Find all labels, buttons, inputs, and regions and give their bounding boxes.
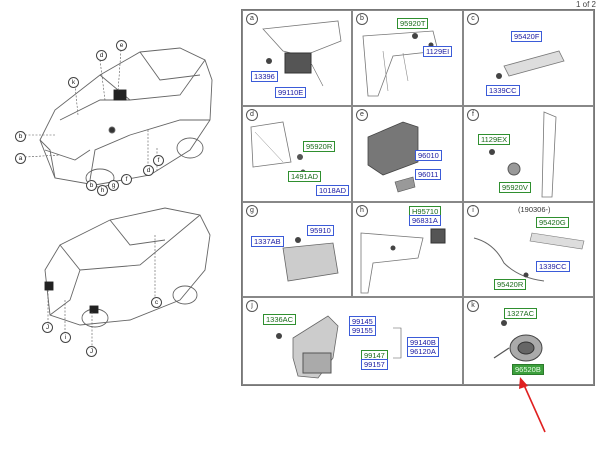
part-label: 1339CC <box>536 261 570 272</box>
car-callout: e <box>116 40 127 51</box>
part-label: 95420R <box>494 279 527 290</box>
part-label: 13396 <box>251 71 278 82</box>
part-label: (190306-) <box>516 205 553 214</box>
part-label: 95420G <box>536 217 569 228</box>
part-label: 1129EI <box>423 46 453 57</box>
car-callout: b <box>15 131 26 142</box>
part-drawing <box>493 320 543 362</box>
cell-letter: j <box>246 300 258 312</box>
part-label: 95920V <box>499 182 531 193</box>
cell-letter: k <box>467 300 479 312</box>
cell-b: b 95920T 1129EI <box>352 10 463 106</box>
part-drawing <box>276 315 402 379</box>
cell-a: a 13396 99110E <box>242 10 352 106</box>
car-callout: i <box>60 332 71 343</box>
cell-letter: g <box>246 205 258 217</box>
car-callout: k <box>68 77 79 88</box>
cell-f: f 1129EX 95920V <box>463 106 594 202</box>
car-callout: f <box>153 155 164 166</box>
part-label: 99155 <box>349 325 376 336</box>
page-indicator: 1 of 2 <box>575 0 596 9</box>
part-label: 1327AC <box>504 308 538 319</box>
car-callout: g <box>108 180 119 191</box>
part-label: 99110E <box>275 87 307 98</box>
part-drawing <box>473 232 585 282</box>
cell-letter: i <box>467 205 479 217</box>
part-label: 95920R <box>303 141 336 152</box>
part-label: 1018AD <box>316 185 350 196</box>
car-callout: d <box>143 165 154 176</box>
cell-letter: b <box>356 13 368 25</box>
part-drawing <box>496 50 565 79</box>
part-drawing <box>262 20 342 87</box>
cell-letter: a <box>246 13 258 25</box>
part-label: 96120A <box>407 346 439 357</box>
cell-letter: d <box>246 109 258 121</box>
car-callout: J <box>86 346 97 357</box>
cell-letter: f <box>467 109 479 121</box>
cell-k: k 1327AC 96520B <box>463 297 594 385</box>
cell-g: g 1337AB 95910 <box>242 202 352 297</box>
vehicle-illustrations <box>24 47 213 350</box>
car-callout: f <box>121 174 132 185</box>
part-label: 96831A <box>409 215 441 226</box>
cell-letter: h <box>356 205 368 217</box>
part-label: 99157 <box>361 359 388 370</box>
highlighted-part-label: 96520B <box>512 364 544 375</box>
car-callout: J <box>42 322 53 333</box>
car-callout: b <box>86 180 97 191</box>
part-label: 95910 <box>307 225 334 236</box>
car-callout: d <box>96 50 107 61</box>
part-label: 96010 <box>415 150 442 161</box>
cell-letter: c <box>467 13 479 25</box>
parts-grid: a 13396 99110E b 95920T 1129EI c 95420F … <box>241 9 595 386</box>
part-label: 95420F <box>511 31 543 42</box>
cell-c: c 95420F 1339CC <box>463 10 594 106</box>
car-callout: c <box>151 297 162 308</box>
front-car-drawing <box>39 47 213 188</box>
cell-d: d 95920R 1491AD 1018AD <box>242 106 352 202</box>
part-label: 1339CC <box>486 85 520 96</box>
part-label: 1336AC <box>263 314 297 325</box>
cell-h: h H95710 96831A <box>352 202 463 297</box>
part-drawing <box>367 121 419 193</box>
cell-j: j 1336AC 99145 99155 99140B 96120A 99147… <box>242 297 463 385</box>
part-label: 96011 <box>415 169 442 180</box>
part-label: 1491AD <box>288 171 322 182</box>
cell-e: e 96010 96011 <box>352 106 463 202</box>
part-label: 95920T <box>397 18 429 29</box>
cell-letter: e <box>356 109 368 121</box>
car-callout: h <box>97 185 108 196</box>
part-label: 1337AB <box>251 236 284 247</box>
part-drawing <box>282 237 339 282</box>
cell-i: i (190306-) 95420G 1339CC 95420R <box>463 202 594 297</box>
part-label: 1129EX <box>478 134 511 145</box>
part-drawing <box>360 228 446 294</box>
rear-car-drawing <box>44 207 211 328</box>
part-drawing <box>362 30 439 97</box>
part-drawing <box>489 111 557 198</box>
car-callout: a <box>15 153 26 164</box>
